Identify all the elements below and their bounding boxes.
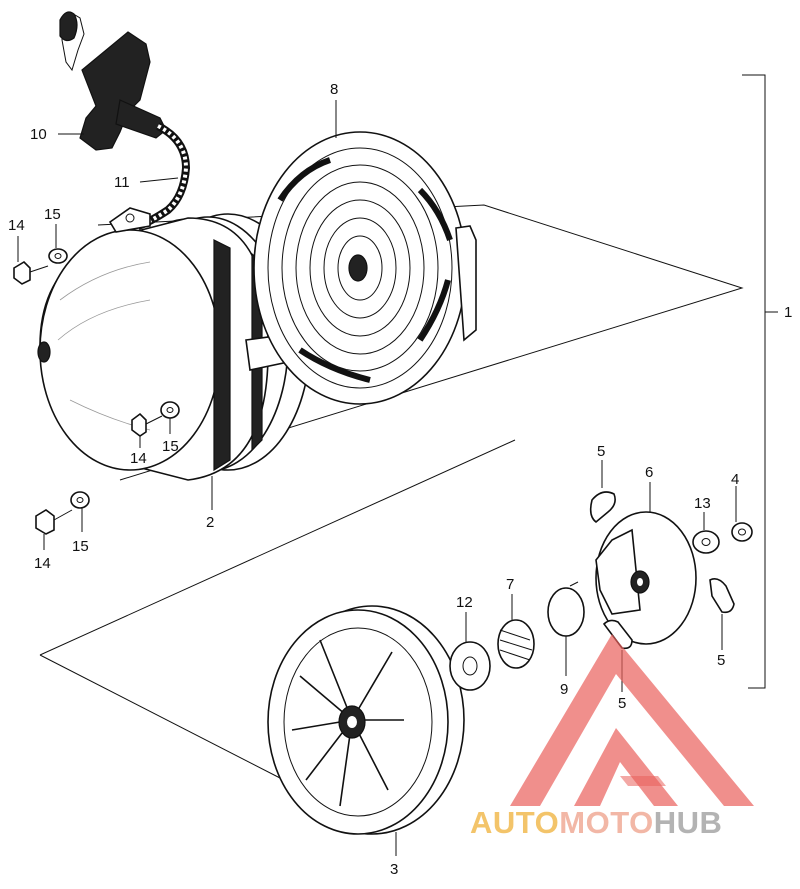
assembly-bracket xyxy=(742,74,766,689)
pawl-5a xyxy=(589,491,616,524)
automotohub-logo-text: AUTOMOTOHUB xyxy=(470,806,722,840)
part-label-5b: 5 xyxy=(717,652,725,669)
logo-triangle-step xyxy=(620,776,666,786)
washer-15a xyxy=(48,248,68,264)
part-label-15c: 15 xyxy=(72,538,89,555)
washer-13 xyxy=(692,530,720,554)
pawl-5c xyxy=(602,619,633,650)
part-label-5c: 5 xyxy=(618,695,626,712)
part-label-1: 1 xyxy=(784,304,792,321)
circlip-4 xyxy=(731,522,753,542)
part-label-15a: 15 xyxy=(44,206,61,223)
logo-word-moto: MOTO xyxy=(559,805,654,840)
part-label-7: 7 xyxy=(506,576,514,593)
lower-guide-plane xyxy=(39,439,516,779)
spring-7 xyxy=(497,619,535,669)
logo-word-auto: AUTO xyxy=(470,805,560,840)
washer-15b xyxy=(160,401,180,419)
ratchet-plate xyxy=(595,511,697,645)
washer-15c xyxy=(70,491,90,509)
automotohub-logo-mark xyxy=(510,634,754,806)
part-label-9: 9 xyxy=(560,681,568,698)
washer-12 xyxy=(449,641,491,691)
part-label-2: 2 xyxy=(206,514,214,531)
part-label-14b: 14 xyxy=(130,450,147,467)
bolt-14a xyxy=(13,260,49,285)
part-label-14c: 14 xyxy=(34,555,51,572)
part-label-3: 3 xyxy=(390,861,398,878)
spark-plug-cap xyxy=(59,11,167,151)
pawl-5b xyxy=(709,578,735,614)
part-label-14a: 14 xyxy=(8,217,25,234)
part-label-6: 6 xyxy=(645,464,653,481)
part-label-15b: 15 xyxy=(162,438,179,455)
logo-triangle-inner xyxy=(574,728,678,806)
part-label-5a: 5 xyxy=(597,443,605,460)
bolt-14b xyxy=(131,412,163,437)
part-label-11: 11 xyxy=(114,174,130,191)
starter-pulley xyxy=(267,605,465,835)
part-label-12: 12 xyxy=(456,594,473,611)
part-label-10: 10 xyxy=(30,126,47,143)
recoil-spring xyxy=(253,131,477,405)
part-label-4: 4 xyxy=(731,471,739,488)
part-label-13: 13 xyxy=(694,495,711,512)
logo-word-hub: HUB xyxy=(653,805,723,840)
bolt-14c xyxy=(35,509,73,535)
magneto-housing xyxy=(37,207,337,481)
logo-triangle-outer xyxy=(510,634,754,806)
part-label-8: 8 xyxy=(330,81,338,98)
